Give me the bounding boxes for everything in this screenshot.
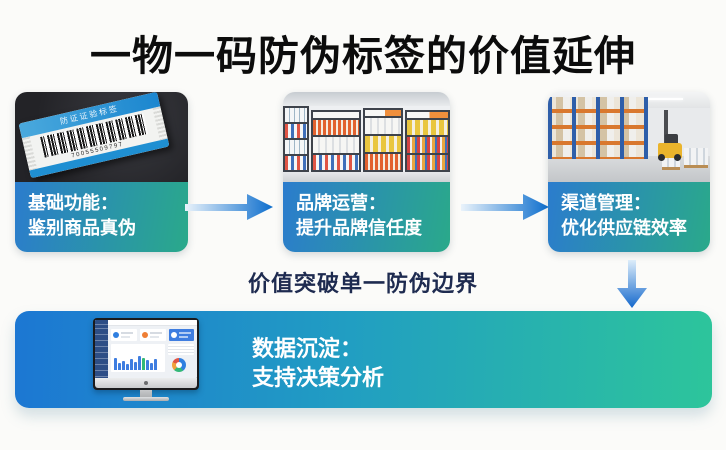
banner-heading: 数据沉淀： xyxy=(252,336,363,361)
shelf-unit xyxy=(311,110,361,172)
imac-monitor-graphic xyxy=(93,318,199,401)
barcode-label-graphic: 防证证验标签 70055509797 xyxy=(18,92,170,179)
dashboard-stat-card xyxy=(111,329,137,341)
dashboard-bar-chart xyxy=(111,344,165,372)
card-description: 提升品牌信任度 xyxy=(296,218,422,238)
pallet-rack-graphic xyxy=(548,97,648,159)
page-title: 一物一码防伪标签的价值延伸 xyxy=(90,33,636,79)
right-arrow-icon-1 xyxy=(185,194,273,220)
card-basic-function: 防证证验标签 70055509797 基础功能： 鉴别商品真伪 xyxy=(15,92,188,252)
card-brand-operation: 品牌运营： 提升品牌信任度 xyxy=(283,92,450,252)
banner-caption: 数据沉淀： 支持决策分析 xyxy=(252,334,384,392)
card-caption: 渠道管理： 优化供应链效率 xyxy=(548,182,710,252)
shelf-unit xyxy=(363,108,403,172)
card-description: 优化供应链效率 xyxy=(561,218,687,238)
label-photo: 防证证验标签 70055509797 xyxy=(15,92,188,182)
card-heading: 基础功能： xyxy=(28,193,118,213)
flow-caption: 价值突破单一防伪边界 xyxy=(248,271,479,296)
card-caption: 品牌运营： 提升品牌信任度 xyxy=(283,182,450,252)
down-arrow-icon xyxy=(617,260,647,308)
apple-logo-icon xyxy=(144,381,148,385)
dashboard-donut-chart xyxy=(172,358,186,372)
warehouse-photo xyxy=(548,92,710,182)
right-arrow-icon-2 xyxy=(461,194,549,220)
dashboard-stat-card xyxy=(140,329,166,341)
card-channel-management: 渠道管理： 优化供应链效率 xyxy=(548,92,710,252)
card-heading: 品牌运营： xyxy=(296,193,386,213)
card-description: 鉴别商品真伪 xyxy=(28,218,136,238)
card-heading: 渠道管理： xyxy=(561,193,651,213)
shelf-unit xyxy=(405,110,450,172)
dashboard-stat-card xyxy=(169,329,194,341)
store-photo xyxy=(283,92,450,182)
dashboard-sidebar xyxy=(95,320,108,378)
shelf-unit xyxy=(283,106,309,172)
card-caption: 基础功能： 鉴别商品真伪 xyxy=(15,182,188,252)
dashboard-screen xyxy=(95,320,197,378)
data-banner: 数据沉淀： 支持决策分析 xyxy=(15,311,712,408)
dashboard-table xyxy=(168,344,194,355)
banner-description: 支持决策分析 xyxy=(252,365,385,390)
